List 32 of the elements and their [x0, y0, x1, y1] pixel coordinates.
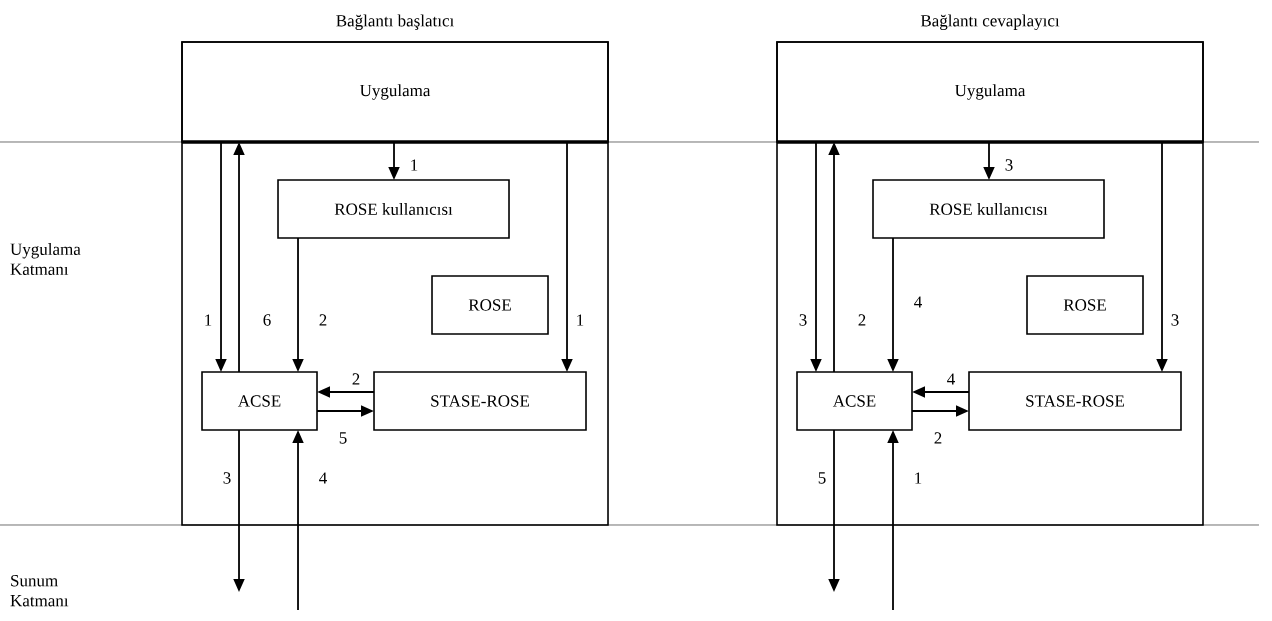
process-box: ROSE: [1026, 275, 1144, 335]
process-box: ROSE kullanıcısı: [277, 179, 510, 239]
process-box: STASE-ROSE: [968, 371, 1182, 431]
application-box: Uygulama: [776, 41, 1204, 144]
edge-label: 1: [912, 471, 924, 485]
process-box: STASE-ROSE: [373, 371, 587, 431]
edge-label: 3: [1169, 313, 1181, 327]
node-label: Bağlantı cevaplayıcı: [920, 14, 1060, 30]
edge-label: 5: [816, 471, 828, 485]
layer-label: Sunum Katmanı: [10, 575, 69, 607]
edge-label: 4: [317, 471, 329, 485]
edge-label: 1: [574, 313, 586, 327]
edge-label: 2: [350, 372, 362, 386]
process-box: ACSE: [201, 371, 318, 431]
process-box: ROSE: [431, 275, 549, 335]
edge-label: 3: [221, 471, 233, 485]
process-box: ACSE: [796, 371, 913, 431]
edge-label: 3: [1003, 158, 1015, 172]
edge-label: 1: [202, 313, 214, 327]
layer-label: Uygulama Katmanı: [10, 243, 81, 275]
application-box: Uygulama: [181, 41, 609, 144]
edge-label: 4: [912, 295, 924, 309]
edge-label: 2: [317, 313, 329, 327]
edge-label: 2: [932, 431, 944, 445]
edge-label: 1: [408, 158, 420, 172]
edge-label: 5: [337, 431, 349, 445]
edge-label: 6: [261, 313, 273, 327]
process-box: ROSE kullanıcısı: [872, 179, 1105, 239]
edge-label: 4: [945, 372, 957, 386]
edge-label: 3: [797, 313, 809, 327]
edge-label: 2: [856, 313, 868, 327]
node-label: Bağlantı başlatıcı: [336, 14, 454, 30]
